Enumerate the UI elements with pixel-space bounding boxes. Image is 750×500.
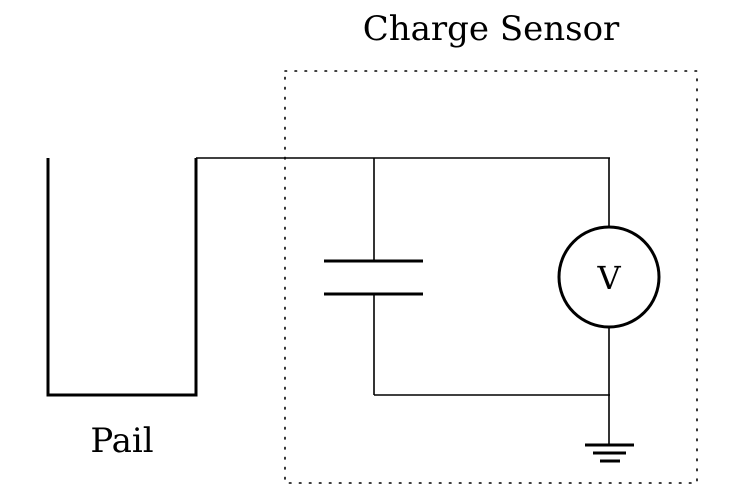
capacitor <box>324 158 423 395</box>
ground-icon <box>585 395 634 463</box>
voltmeter-label: V <box>596 259 621 297</box>
pail-label: Pail <box>90 421 153 461</box>
voltmeter: V <box>557 158 661 395</box>
charge-sensor-title: Charge Sensor <box>363 9 620 49</box>
pail <box>46 158 198 397</box>
charge-sensor-enclosure <box>284 70 698 484</box>
